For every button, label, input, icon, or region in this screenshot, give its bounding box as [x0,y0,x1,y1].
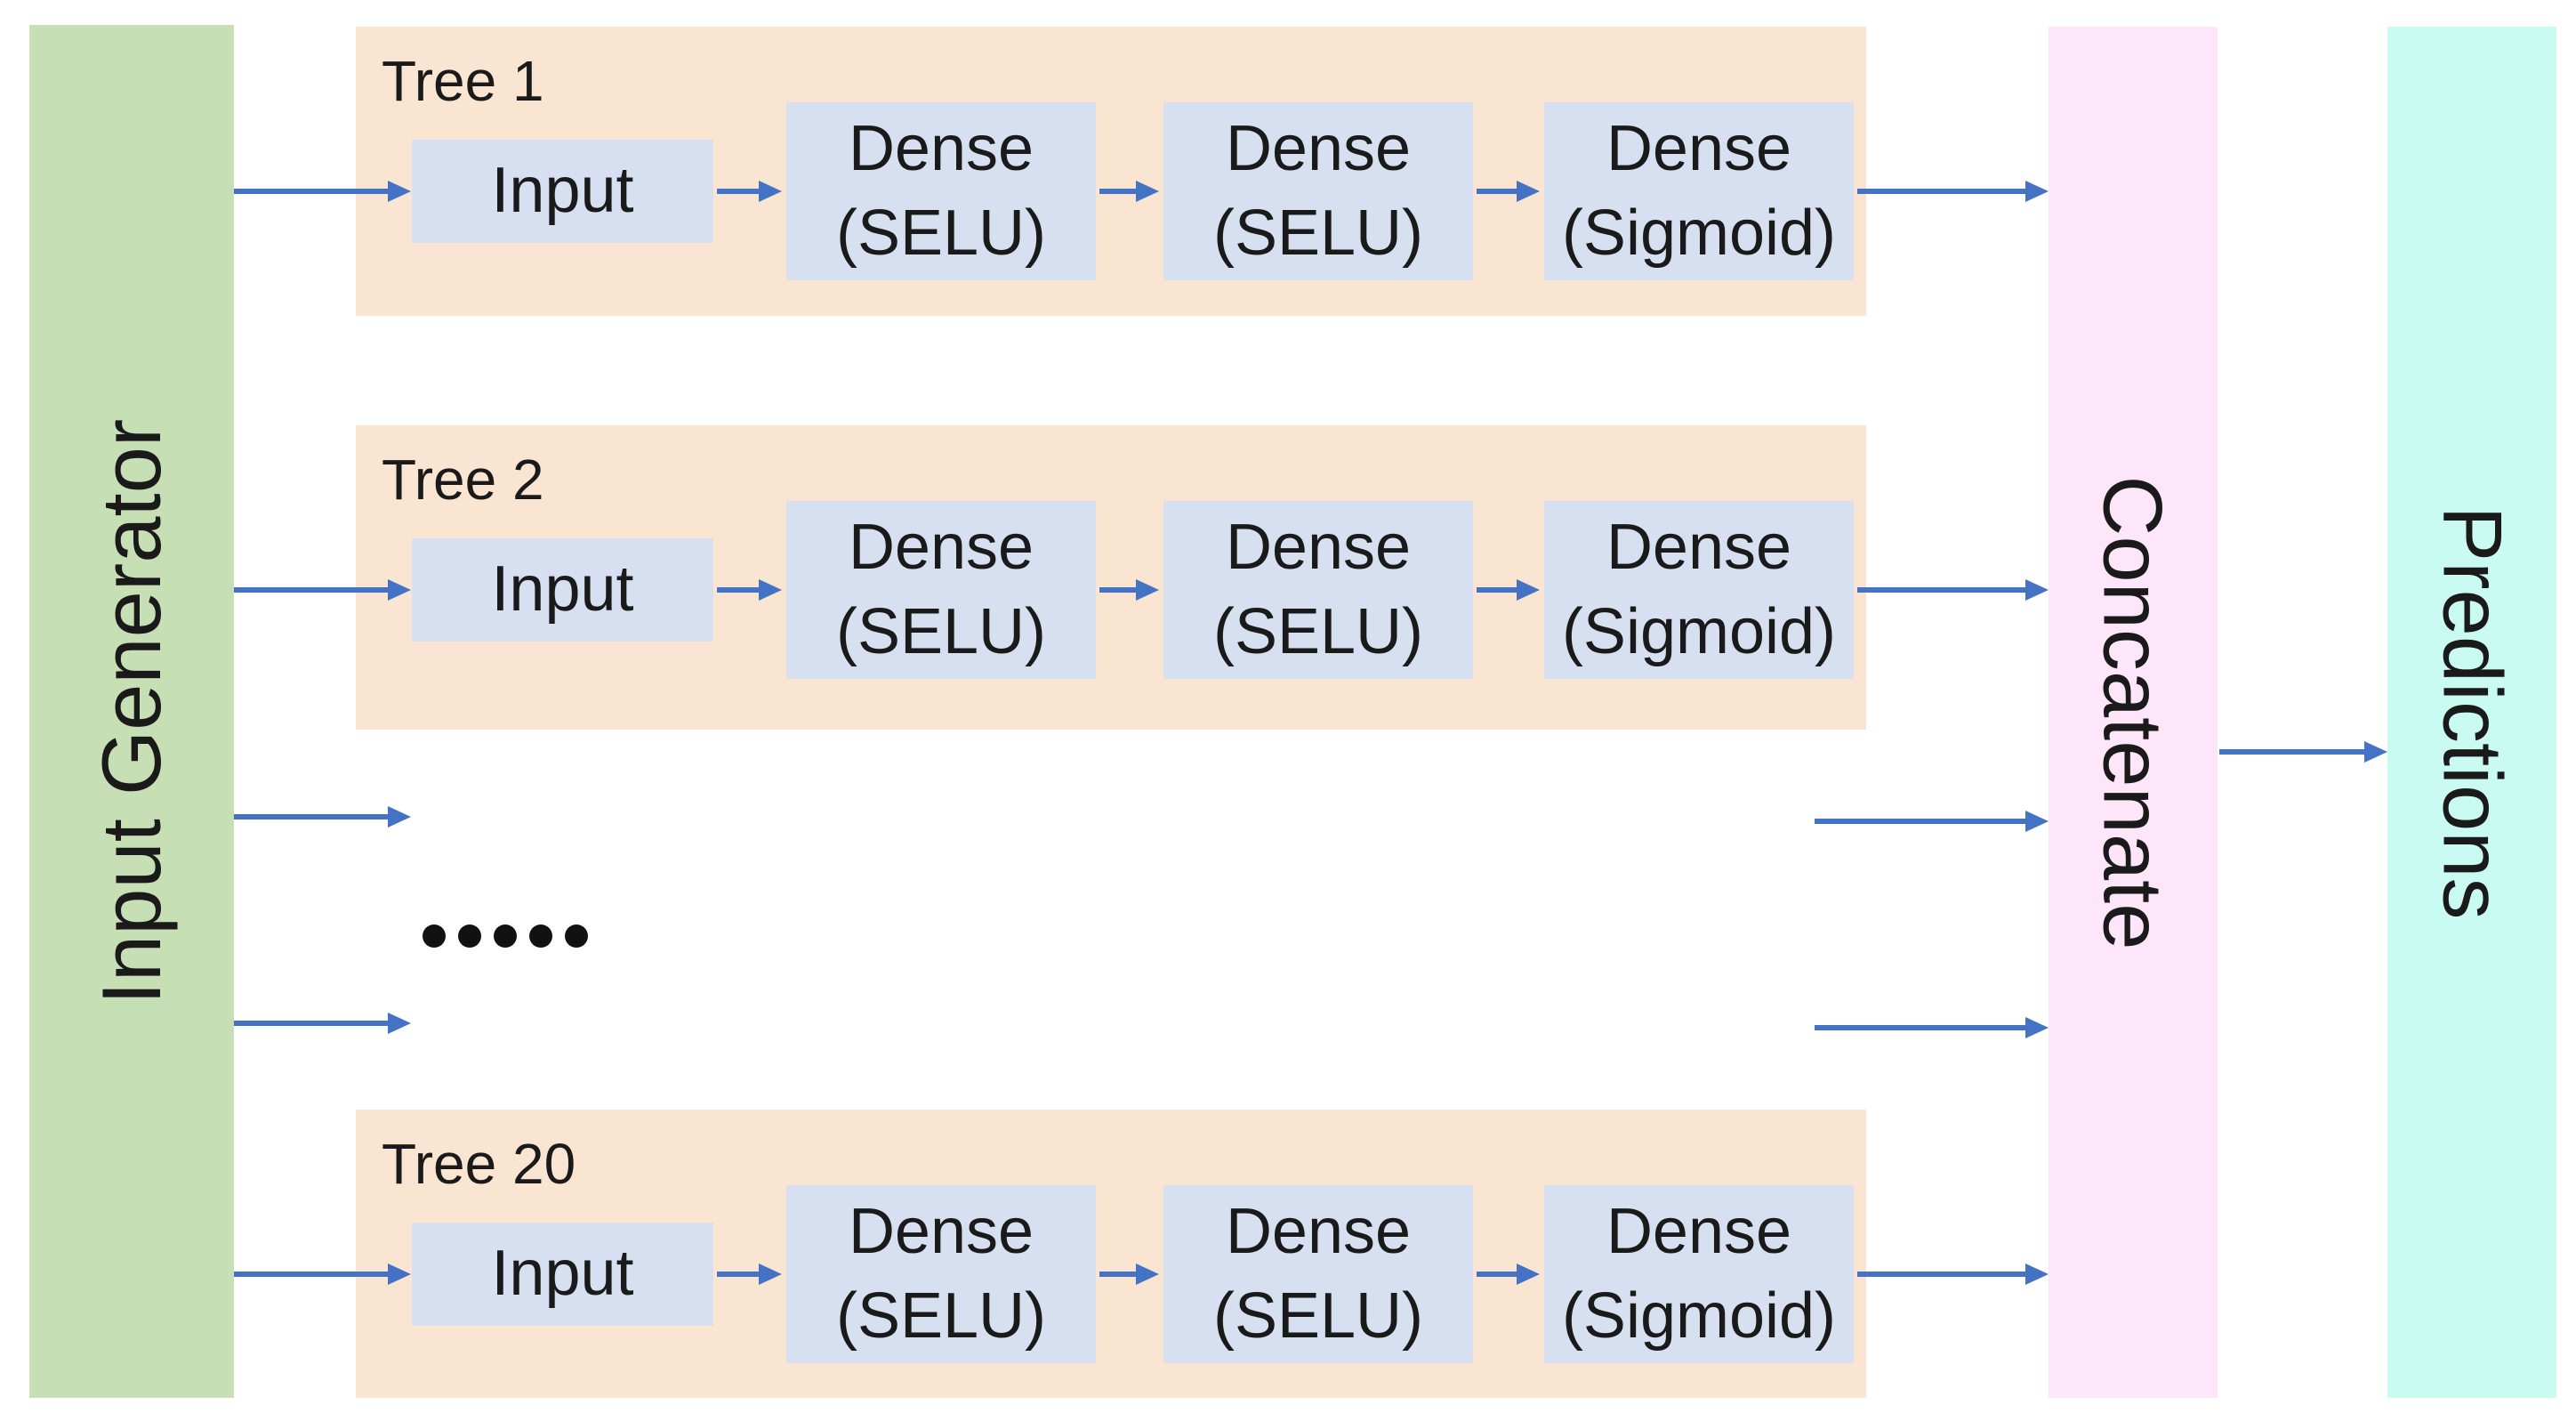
tree-1-panel: Tree 1 Input Dense (SELU) Dense (SELU) D… [356,27,1866,316]
arrow-generator-to-tree2-input [234,587,388,593]
arrow-concatenate-to-predictions [2219,749,2364,755]
tree-1-dense-sigmoid-box: Dense (Sigmoid) [1544,102,1854,280]
arrow-tree2-input-to-dense1 [717,587,759,593]
tree-1-label: Tree 1 [382,49,544,113]
tree-2-panel: Tree 2 Input Dense (SELU) Dense (SELU) D… [356,425,1866,730]
node-label: Dense [1225,1195,1412,1267]
ellipsis-dot [458,924,481,948]
node-label: Dense [1606,112,1792,184]
ellipsis-dot [494,924,517,948]
node-sublabel: (Sigmoid) [1561,1280,1837,1352]
node-sublabel: (SELU) [835,596,1047,667]
predictions-bar: Predictions [2387,27,2556,1398]
node-label: Input [491,553,634,626]
node-sublabel: (Sigmoid) [1561,596,1837,667]
ellipsis-dot [423,924,446,948]
tree-20-label: Tree 20 [382,1132,576,1196]
tree-1-input-box: Input [412,140,713,243]
arrow-tree1-dense2-to-dense3 [1477,189,1517,194]
tree-2-dense-selu-1-box: Dense (SELU) [786,501,1096,679]
tree-1-dense-selu-2-box: Dense (SELU) [1163,102,1473,280]
input-generator-bar: Input Generator [29,25,234,1398]
arrow-tree1-input-to-dense1 [717,189,759,194]
ellipsis-dots [423,924,588,948]
node-sublabel: (SELU) [1212,198,1424,269]
concatenate-label: Concatenate [2087,474,2181,950]
node-label: Dense [1225,511,1412,583]
node-sublabel: (Sigmoid) [1561,198,1837,269]
arrow-tree1-dense1-to-dense2 [1099,189,1136,194]
predictions-label: Predictions [2426,505,2519,919]
node-sublabel: (SELU) [835,1280,1047,1352]
tree-20-dense-selu-2-box: Dense (SELU) [1163,1185,1473,1363]
arrow-tree20-input-to-dense1 [717,1272,759,1277]
node-label: Input [491,155,634,227]
node-label: Dense [1606,1195,1792,1267]
tree-20-panel: Tree 20 Input Dense (SELU) Dense (SELU) … [356,1110,1866,1398]
arrow-tree2-dense2-to-dense3 [1477,587,1517,593]
tree-2-dense-sigmoid-box: Dense (Sigmoid) [1544,501,1854,679]
concatenate-bar: Concatenate [2049,27,2218,1398]
arrow-tree20-to-concatenate [1857,1272,2025,1277]
arrow-tree2-to-concatenate [1857,587,2025,593]
node-label: Dense [848,511,1034,583]
node-label: Dense [848,1195,1034,1267]
tree-2-input-box: Input [412,538,713,642]
arrow-omitted-tree-lower-to-concatenate [1815,1025,2025,1030]
tree-2-label: Tree 2 [382,448,544,512]
tree-20-dense-sigmoid-box: Dense (Sigmoid) [1544,1185,1854,1363]
arrow-tree20-dense2-to-dense3 [1477,1272,1517,1277]
arrow-tree2-dense1-to-dense2 [1099,587,1136,593]
arrow-generator-to-omitted-tree-upper [234,814,388,819]
arrow-generator-to-tree1-input [234,189,388,194]
ellipsis-dot [565,924,588,948]
node-sublabel: (SELU) [1212,596,1424,667]
node-label: Dense [1606,511,1792,583]
arrow-tree1-to-concatenate [1857,189,2025,194]
arrow-omitted-tree-upper-to-concatenate [1815,819,2025,824]
node-label: Input [491,1238,634,1310]
tree-2-dense-selu-2-box: Dense (SELU) [1163,501,1473,679]
tree-1-dense-selu-1-box: Dense (SELU) [786,102,1096,280]
ellipsis-dot [529,924,552,948]
arrow-tree20-dense1-to-dense2 [1099,1272,1136,1277]
arrow-generator-to-tree20-input [234,1272,388,1277]
input-generator-label: Input Generator [85,418,179,1005]
node-sublabel: (SELU) [835,198,1047,269]
node-sublabel: (SELU) [1212,1280,1424,1352]
tree-20-input-box: Input [412,1223,713,1326]
node-label: Dense [848,112,1034,184]
node-label: Dense [1225,112,1412,184]
arrow-generator-to-omitted-tree-lower [234,1021,388,1026]
tree-20-dense-selu-1-box: Dense (SELU) [786,1185,1096,1363]
